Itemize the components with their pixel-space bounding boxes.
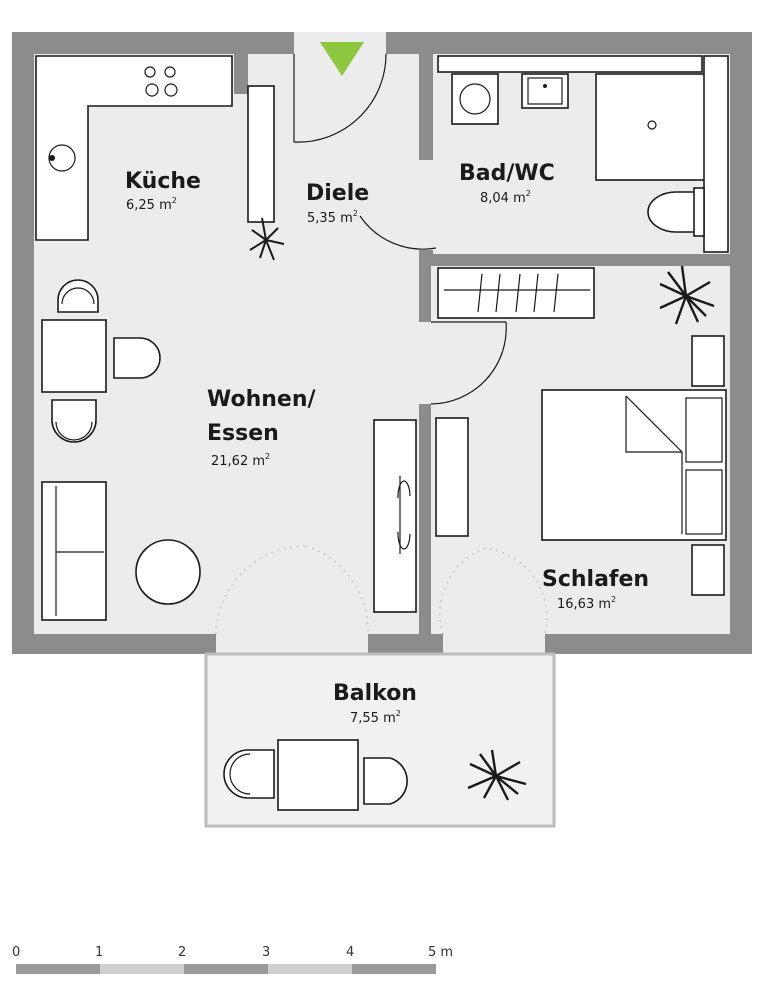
bath-wall-panel [703, 55, 729, 253]
bedroom-wardrobe [437, 267, 595, 319]
label-wohnen: Wohnen/ Essen 21,62 m2 [207, 387, 317, 469]
nightstand [691, 544, 725, 596]
scale-tick-label: 1 [95, 945, 103, 960]
washing-machine-icon [451, 73, 499, 125]
shower-drain-icon [647, 120, 657, 130]
room-name: Balkon [333, 681, 417, 706]
hall-wardrobe [247, 85, 275, 223]
wall-hall-bath-upper [419, 54, 433, 160]
room-area: 21,62 m2 [211, 452, 270, 469]
room-name: Schlafen [542, 567, 649, 592]
room-area: 5,35 m2 [307, 209, 358, 226]
interior-walls [234, 54, 730, 634]
wall-bath-bed [433, 254, 730, 266]
entrance-arrow-icon [320, 42, 364, 76]
stove-icon [144, 66, 178, 97]
plant-icon [467, 749, 527, 801]
scale-tick-label: 2 [178, 945, 186, 960]
wall-living-bed [419, 404, 431, 634]
dining-table [41, 319, 107, 393]
label-diele: Diele 5,35 m2 [306, 181, 369, 226]
scale-tick-label: 0 [12, 945, 20, 960]
room-name: Küche [125, 169, 201, 194]
label-kueche: Küche 6,25 m2 [125, 169, 201, 213]
scale-tick-label: 3 [262, 945, 270, 960]
room-name: Essen [207, 421, 279, 446]
balcony-door-swing-mid [305, 545, 369, 635]
label-bad: Bad/WC 8,04 m2 [459, 161, 555, 206]
scale-tick-label: 4 [346, 945, 354, 960]
plant-icon [659, 265, 715, 325]
scale-bar: 0 1 2 3 4 5 m [12, 945, 453, 974]
scale-segment [268, 964, 352, 974]
plant-icon [249, 217, 285, 261]
balcony-chair [223, 749, 275, 799]
room-name: Wohnen/ [207, 387, 317, 412]
scale-tick-label: 5 m [428, 945, 453, 960]
floor-diele-bad-link [410, 160, 440, 250]
dining-chair [51, 399, 97, 443]
scale-segment [184, 964, 268, 974]
sink-icon [48, 144, 76, 172]
balcony-table [277, 739, 359, 811]
living-cabinet [373, 419, 417, 613]
room-name: Bad/WC [459, 161, 555, 186]
scale-segment [16, 964, 100, 974]
sofa [41, 481, 107, 621]
shower-area [595, 73, 707, 181]
room-area: 8,04 m2 [480, 189, 531, 206]
dining-chair [57, 279, 99, 313]
bath-counter [437, 55, 703, 73]
room-area: 7,55 m2 [350, 709, 401, 726]
wall-living-bed-mid [419, 250, 431, 322]
entrance-door-arc [293, 53, 387, 143]
balcony-door-swing-right [439, 547, 548, 635]
label-balkon: Balkon 7,55 m2 [333, 681, 417, 726]
room-area: 16,63 m2 [557, 595, 616, 612]
room-area: 6,25 m2 [126, 196, 177, 213]
kitchen-counter [35, 55, 233, 241]
door-bath [359, 215, 437, 250]
dining-chair [113, 337, 161, 379]
room-name: Diele [306, 181, 369, 206]
label-schlafen: Schlafen 16,63 m2 [542, 567, 649, 612]
scale-segment [352, 964, 436, 974]
balcony-opening-right [443, 634, 545, 654]
door-bedroom [430, 321, 507, 405]
wall-kitchen-hall [234, 54, 248, 94]
sink-icon [521, 73, 569, 109]
balcony-chair [363, 757, 408, 805]
toilet-icon [647, 187, 705, 237]
double-bed [541, 389, 727, 541]
scale-segment [100, 964, 184, 974]
bedroom-narrow-wardrobe [435, 417, 469, 537]
floor-diele [274, 54, 419, 324]
coffee-table [135, 539, 201, 605]
floor-wohnen-schlafen-link [410, 322, 440, 404]
nightstand [691, 335, 725, 387]
balcony-opening-left [216, 634, 368, 654]
